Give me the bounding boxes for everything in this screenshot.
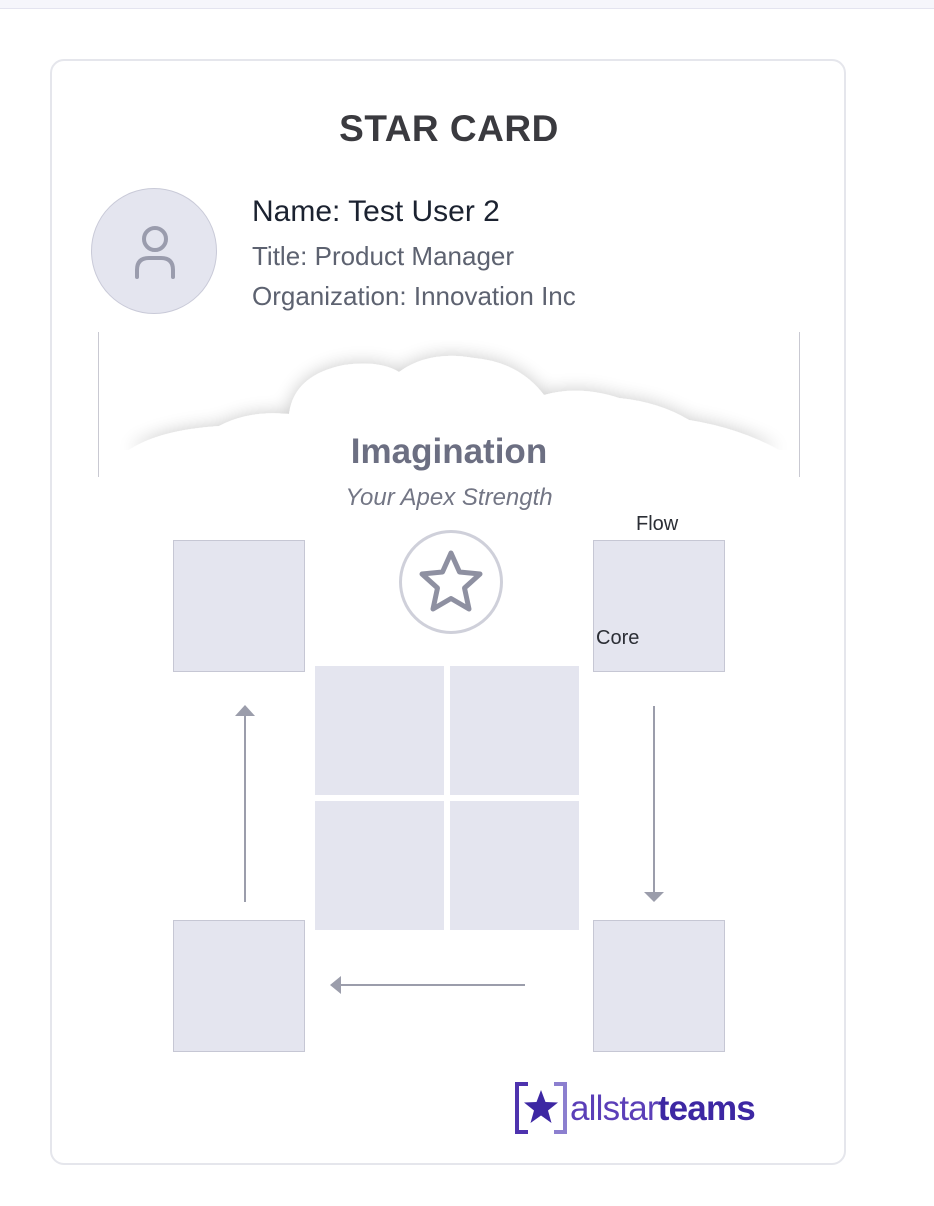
divider-left (98, 332, 99, 477)
brand-part-teams: teams (657, 1089, 756, 1128)
top-bar (0, 0, 934, 9)
apex-strength-name: Imagination (350, 432, 548, 471)
card-title: STAR CARD (339, 108, 559, 149)
arrow-left (330, 976, 525, 994)
star-icon (419, 550, 483, 612)
apex-strength-subtitle: Your Apex Strength (345, 484, 553, 511)
strength-quadrant-bottom-left[interactable] (315, 801, 444, 930)
arrow-up (235, 705, 255, 902)
flow-box-bottom-right[interactable] (593, 920, 725, 1052)
avatar (91, 188, 217, 314)
flow-box-top-right[interactable] (593, 540, 725, 672)
profile-organization: Organization: Innovation Inc (252, 281, 576, 311)
profile-name: Name: Test User 2 (252, 195, 500, 228)
strength-quadrant-bottom-right[interactable] (450, 801, 579, 930)
strength-quadrant-top-left[interactable] (315, 666, 444, 795)
divider-right (799, 332, 800, 477)
profile-title: Title: Product Manager (252, 241, 515, 271)
brand-part-star: star (602, 1089, 659, 1128)
cloud-banner (129, 355, 779, 450)
arrow-down (644, 706, 664, 902)
apex-star-badge (399, 530, 503, 634)
core-label: Core (596, 627, 640, 649)
brand-part-all: all (570, 1089, 603, 1128)
flow-box-bottom-left[interactable] (173, 920, 305, 1052)
flow-label: Flow (636, 513, 679, 535)
strength-quadrant-top-right[interactable] (450, 666, 579, 795)
allstarteams-logo-icon (515, 1082, 567, 1134)
brand-wordmark: allstarteams (570, 1089, 756, 1129)
user-icon (135, 226, 175, 279)
flow-box-top-left[interactable] (173, 540, 305, 672)
